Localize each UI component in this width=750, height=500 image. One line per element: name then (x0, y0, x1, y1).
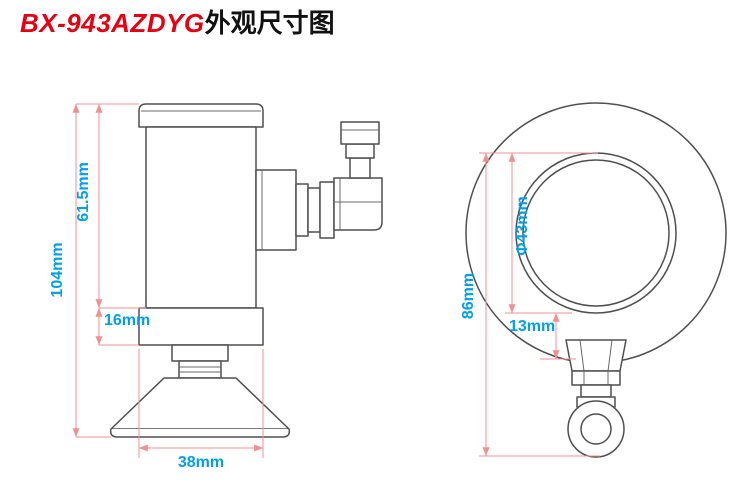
dim-label-base-width: 38mm (178, 454, 224, 471)
suction-cup-cone (110, 377, 290, 430)
stem-upper (171, 344, 229, 362)
dim-upper-body-height: 61.5mm (75, 104, 103, 308)
page-title: BX-943AZDYG外观尺寸图 (20, 6, 335, 40)
fitting-neck (580, 384, 612, 398)
lower-flange (138, 307, 264, 346)
bottom-fitting (565, 339, 627, 458)
stem-nut (178, 360, 222, 379)
dim-label-neck-height: 13mm (509, 318, 555, 335)
cylinder-body (145, 126, 257, 309)
nut-facet-right (607, 339, 613, 372)
tube-collar (345, 143, 375, 159)
suction-cup-rim (109, 428, 291, 438)
dim-neck-height: 13mm (509, 313, 560, 359)
dim-base-width: 38mm (138, 349, 264, 471)
hanging-ring-inner (580, 413, 612, 445)
inner-ring-inner-circle (522, 159, 670, 307)
nut-segment-2 (307, 187, 321, 233)
fitting-segment (571, 370, 621, 386)
suction-cup (109, 377, 291, 438)
nut-segment-1 (295, 183, 309, 237)
dim-flange-height: 16mm (95, 308, 150, 345)
dim-label-inner-diameter: Φ43mm (514, 196, 531, 255)
dim-inner-diameter: Φ43mm (508, 153, 531, 313)
front-view-drawing (465, 102, 727, 458)
fitting-nut (565, 339, 627, 372)
elbow-body (333, 177, 383, 231)
side-view-drawing (109, 103, 383, 438)
dim-label-flange-height: 16mm (104, 312, 150, 329)
hex-nut (295, 181, 335, 239)
connector-block (255, 169, 297, 251)
nut-facet-left (579, 339, 585, 372)
dim-label-total-height: 104mm (49, 242, 66, 297)
tube-stem (349, 157, 371, 179)
title-suffix: 外观尺寸图 (204, 8, 335, 38)
tube-cap (340, 121, 380, 145)
front-view-dimensions: Φ43mm 86mm 13mm (460, 152, 600, 457)
model-name: BX-943AZDYG (20, 8, 205, 38)
dim-label-upper-body-height: 61.5mm (75, 162, 92, 222)
side-view-dimensions: 104mm 61.5mm 16mm 38mm (49, 103, 264, 471)
nut-segment-3 (319, 181, 335, 239)
dim-total-height: 104mm (49, 104, 80, 437)
dim-label-overall-height: 86mm (460, 273, 477, 319)
top-cap (138, 103, 264, 128)
dim-overall-height: 86mm (460, 153, 490, 456)
elbow-fitting (333, 121, 383, 231)
